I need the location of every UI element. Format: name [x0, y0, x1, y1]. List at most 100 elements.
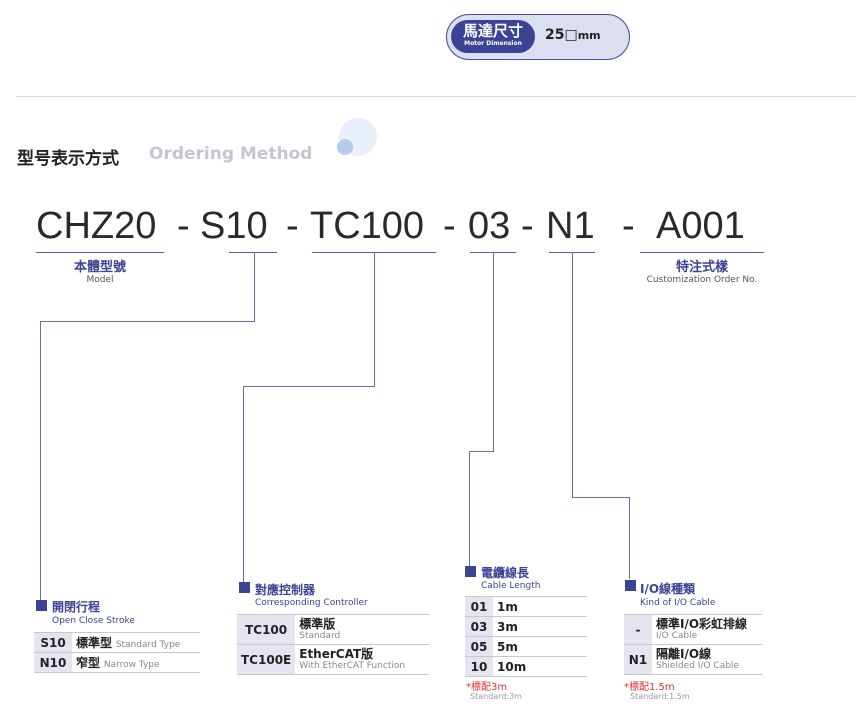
cable-title-en: Cable Length: [481, 581, 541, 591]
cable-code: 01: [465, 596, 493, 617]
table-row: 05 5m: [465, 636, 587, 657]
divider: [16, 96, 856, 97]
motor-dimension-unit: mm: [577, 29, 601, 42]
cable-table: 01 1m 03 3m 05 5m 10 10m: [465, 596, 587, 677]
model-label-zh: 本體型號: [73, 260, 126, 275]
cable-title-zh: 電纜線長: [481, 566, 530, 580]
code-controller: TC100: [310, 205, 425, 247]
io-desc-zh: 標準I/O彩虹排線: [656, 616, 748, 631]
stroke-desc: 標準型 Standard Type: [72, 632, 200, 653]
io-code: -: [624, 614, 652, 645]
stroke-desc-en: Narrow Type: [103, 660, 160, 670]
io-title-en: Kind of I/O Cable: [640, 598, 716, 608]
cable-note-en: Standard:3m: [470, 692, 522, 701]
io-title-zh: I/O線種類: [640, 582, 696, 596]
cable-length: 1m: [493, 596, 587, 617]
controller-desc-en: With EtherCAT Function: [299, 660, 406, 671]
controller-title-en: Corresponding Controller: [255, 598, 368, 608]
connector-line: [254, 252, 255, 322]
io-desc-en: Shielded I/O Cable: [656, 660, 739, 671]
cable-square-icon: [465, 566, 476, 577]
motor-dimension-label-zh: 馬達尺寸: [462, 22, 523, 40]
connector-line: [572, 252, 573, 498]
stroke-desc: 窄型 Narrow Type: [72, 652, 200, 673]
code-dash: -: [286, 205, 299, 247]
code-stroke: S10: [200, 205, 268, 247]
controller-square-icon: [239, 582, 250, 593]
table-row: 10 10m: [465, 656, 587, 677]
stroke-square-icon: [36, 600, 47, 611]
custom-label-zh: 特注式樣: [675, 260, 728, 275]
custom-label: 特注式樣 Customization Order No.: [632, 256, 772, 285]
stroke-title-en: Open Close Stroke: [52, 616, 135, 626]
controller-desc-en: Standard: [299, 630, 341, 641]
connector-line: [493, 252, 494, 452]
stroke-code: S10: [34, 632, 72, 653]
motor-dimension-value: 25□mm: [545, 27, 601, 43]
connector-line: [40, 321, 255, 322]
table-row: N10 窄型 Narrow Type: [34, 652, 200, 673]
code-dash: -: [443, 205, 456, 247]
controller-code: TC100: [237, 614, 296, 645]
stroke-table: S10 標準型 Standard Type N10 窄型 Narrow Type: [34, 632, 200, 673]
underline-stroke: [229, 252, 277, 253]
cable-length: 3m: [493, 616, 587, 637]
io-desc-en: I/O Cable: [656, 630, 698, 641]
decor-dot-icon: [337, 139, 353, 155]
cable-length: 10m: [493, 656, 587, 677]
stroke-desc-zh: 窄型: [76, 656, 101, 670]
stroke-title-zh: 開閉行程: [52, 600, 101, 614]
io-note-en: Standard:1.5m: [630, 692, 690, 701]
io-code: N1: [624, 644, 652, 675]
io-square-icon: [625, 580, 636, 591]
section-title-zh: 型号表示方式: [17, 149, 119, 169]
cable-code: 10: [465, 656, 493, 677]
code-io: N1: [546, 205, 595, 247]
io-note-zh: *標配1.5m: [624, 682, 675, 693]
controller-desc-zh: EtherCAT版: [299, 646, 374, 661]
connector-line: [469, 451, 470, 566]
section-title-en: Ordering Method: [149, 144, 313, 164]
model-label-en: Model: [86, 275, 114, 285]
motor-dimension-label-en: Motor Dimension: [464, 40, 522, 47]
underline-model: [36, 252, 164, 253]
connector-line: [243, 386, 375, 387]
custom-label-en: Customization Order No.: [646, 275, 758, 285]
connector-line: [243, 386, 244, 582]
code-model: CHZ20: [36, 205, 157, 247]
connector-line: [629, 497, 630, 579]
underline-custom: [640, 252, 764, 253]
io-desc-zh: 隔離I/O線: [656, 646, 712, 661]
motor-dimension-badge: 馬達尺寸 Motor Dimension 25□mm: [446, 14, 630, 60]
table-row: 03 3m: [465, 616, 587, 637]
motor-dimension-number: 25□: [545, 27, 578, 43]
motor-dimension-label: 馬達尺寸 Motor Dimension: [451, 20, 535, 53]
connector-line: [469, 451, 494, 452]
controller-desc-zh: 標準版: [299, 616, 336, 631]
cable-code: 03: [465, 616, 493, 637]
table-row: 01 1m: [465, 596, 587, 617]
controller-title-zh: 對應控制器: [255, 583, 316, 597]
code-dash: -: [622, 205, 635, 247]
connector-line: [572, 497, 630, 498]
cable-length: 5m: [493, 636, 587, 657]
controller-code: TC100E: [237, 644, 296, 675]
connector-line: [374, 252, 375, 387]
table-row: S10 標準型 Standard Type: [34, 632, 200, 653]
connector-line: [40, 321, 41, 601]
code-custom: A001: [656, 205, 745, 247]
cable-note-zh: *標配3m: [466, 682, 508, 693]
code-cable: 03: [468, 205, 511, 247]
code-dash: -: [177, 205, 190, 247]
cable-code: 05: [465, 636, 493, 657]
